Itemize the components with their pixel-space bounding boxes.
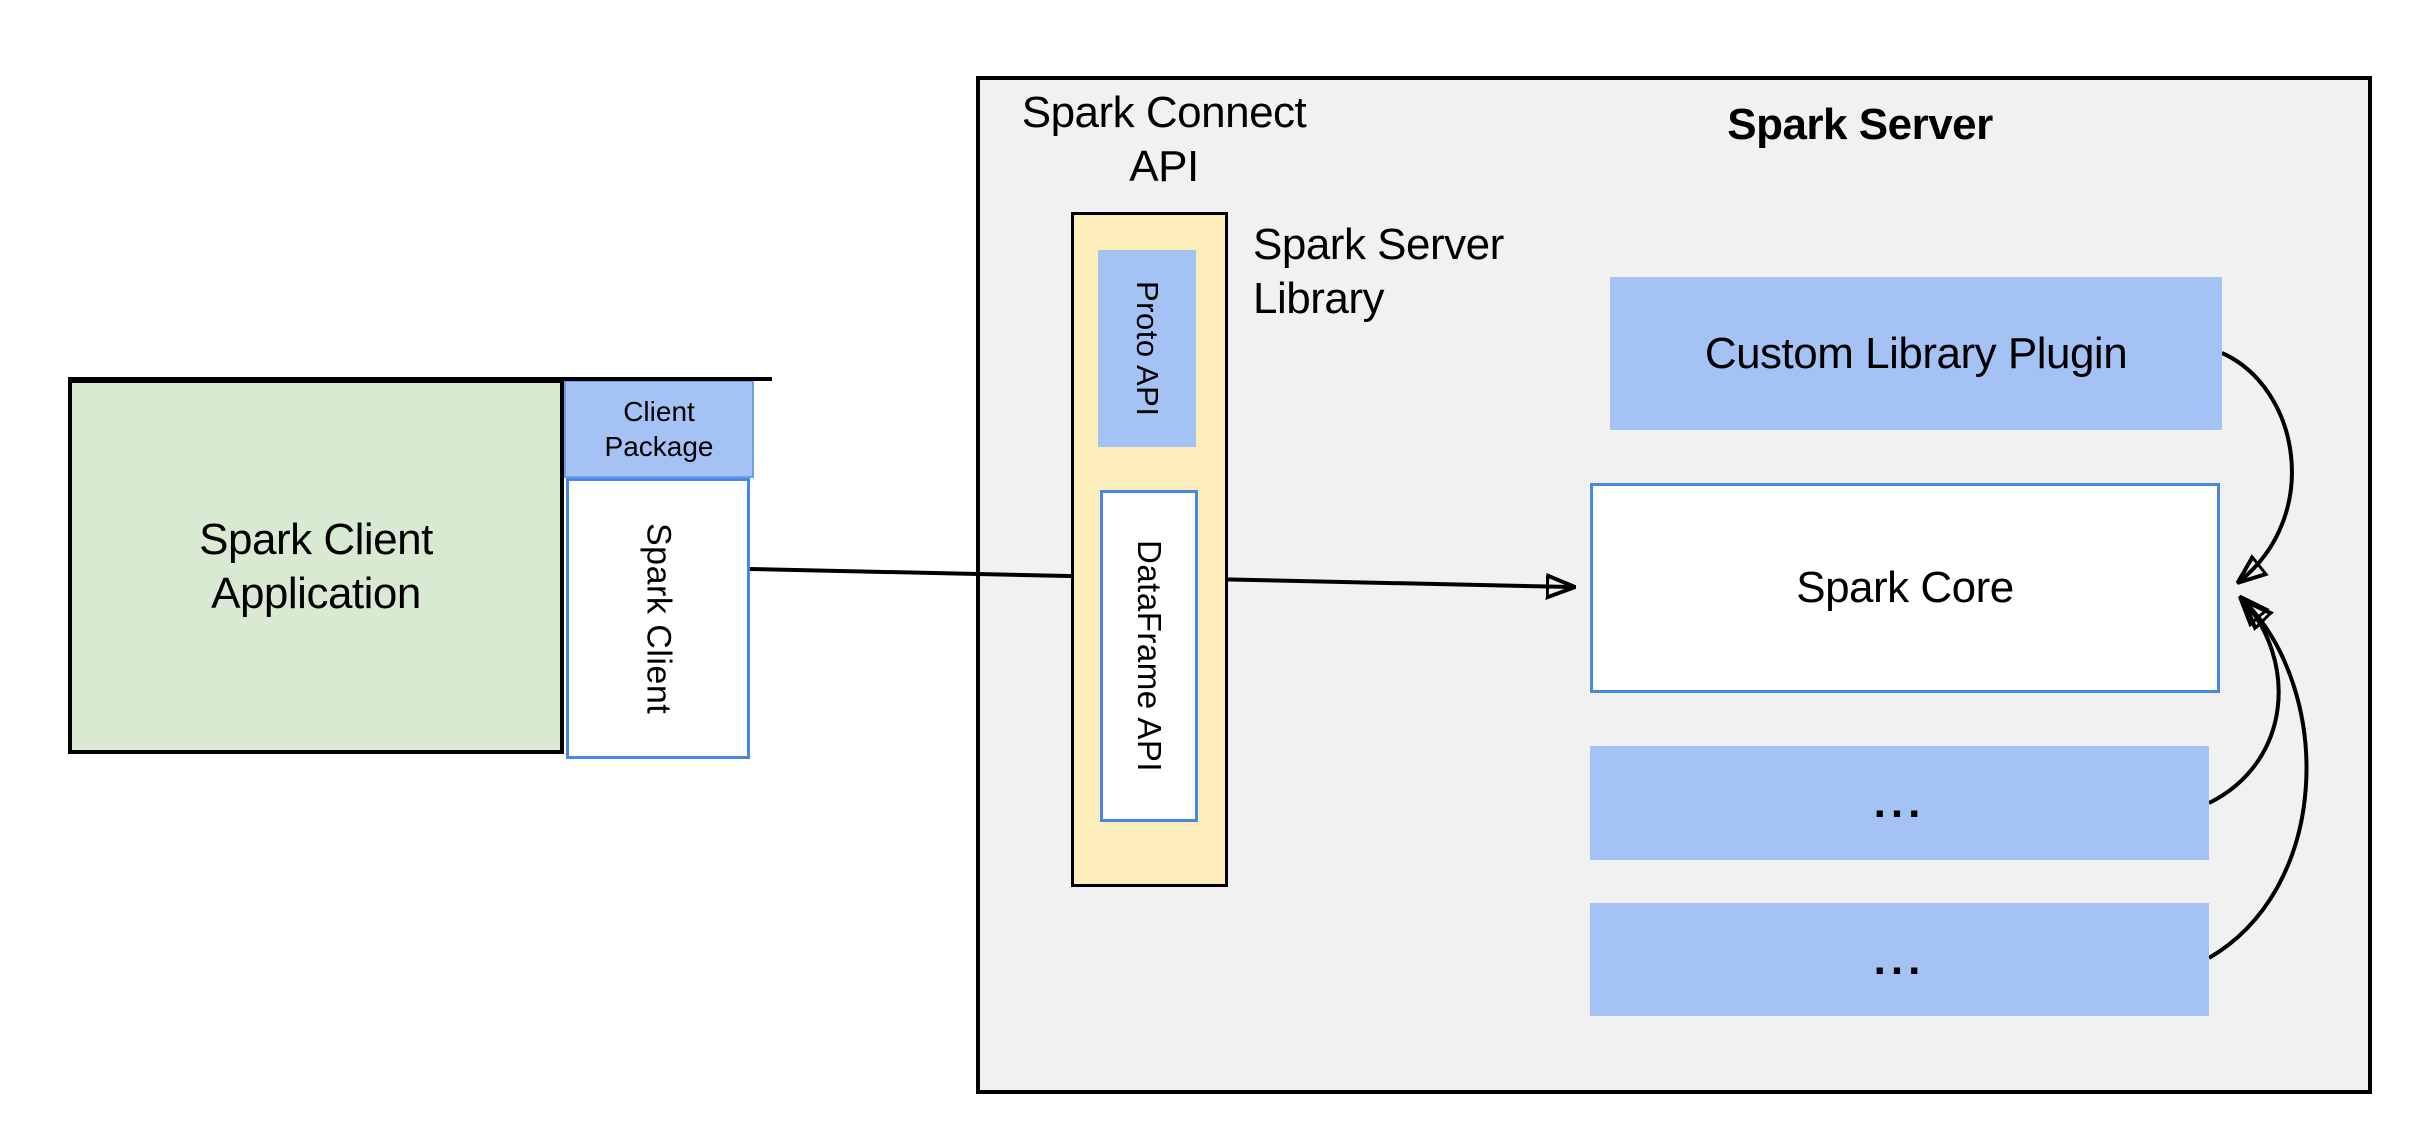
dataframe-api-box: DataFrame API	[1100, 490, 1198, 822]
custom-library-plugin-box: Custom Library Plugin	[1610, 277, 2222, 430]
proto-api-label: Proto API	[1130, 280, 1165, 417]
more-plugins-box-2: ...	[1590, 903, 2209, 1016]
spark-client-application-box: Spark Client Application	[68, 379, 564, 754]
arrow-more2-to-core	[2207, 603, 2309, 960]
spark-client-box: Spark Client	[566, 478, 750, 759]
client-package-box: Client Package	[564, 380, 754, 478]
spark-server-library-label: Spark Server Library	[1253, 220, 1504, 323]
proto-api-box: Proto API	[1098, 250, 1196, 447]
more-plugins-box-1: ...	[1590, 746, 2209, 860]
client-box-top-border-line	[68, 377, 772, 381]
spark-core-box: Spark Core	[1590, 483, 2220, 693]
spark-connect-api-label: Spark Connect API	[1021, 88, 1307, 191]
spark-client-label: Spark Client	[639, 522, 678, 715]
spark-server-title: Spark Server	[1727, 100, 1993, 149]
arrow-plugin-to-core	[2221, 351, 2294, 581]
dataframe-api-label: DataFrame API	[1131, 539, 1168, 773]
